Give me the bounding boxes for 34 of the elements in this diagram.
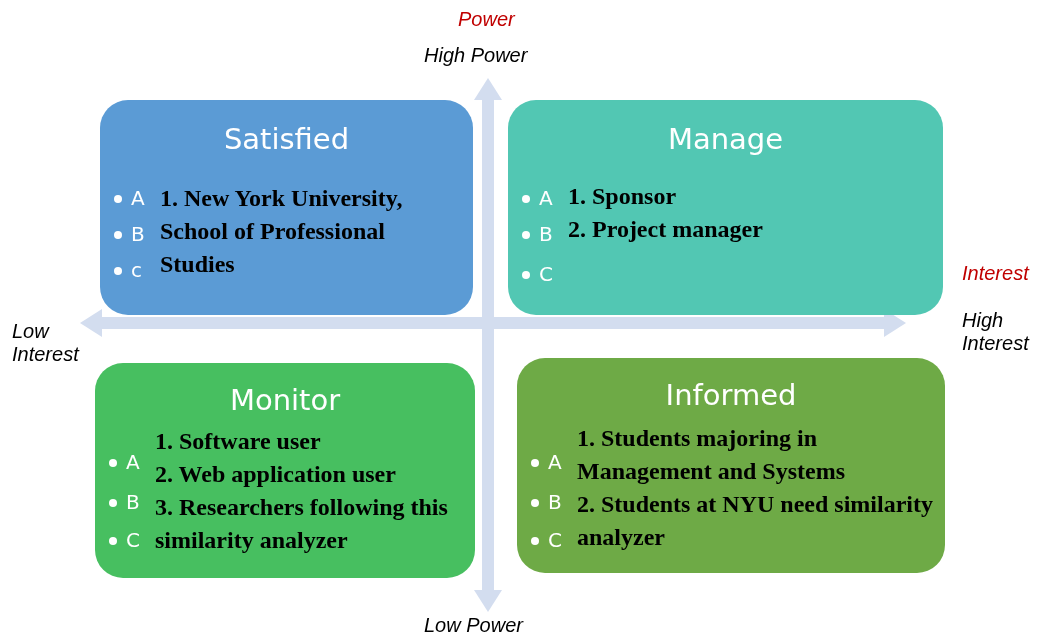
placeholder-bullet: B [522,222,553,246]
axis-label: High Interest [962,309,1031,355]
stakeholder-item: 1. Students majoring in Management and Systems [577,424,846,486]
quadrant-box [517,358,945,573]
placeholder-bullet: B [531,490,562,514]
placeholder-bullet: C [522,262,553,286]
axis-label: Low Power [424,614,523,637]
placeholder-bullet: B [114,222,145,246]
placeholder-bullet: A [109,450,140,474]
placeholder-bullet: c [114,258,142,282]
stakeholder-item: 2. Project manager [568,215,764,244]
placeholder-bullet: A [522,186,553,210]
quadrant-title: Monitor [228,383,342,417]
quadrant-title: Satisfied [222,122,351,156]
stakeholder-item: 1. New York University, School of Professional Studies [160,184,404,279]
axis-label: Power [458,8,515,31]
quadrant-box [508,100,943,315]
stakeholder-item: 2. Students at NYU need similarity analyzer [577,490,934,552]
axis-label: Low Interest [12,320,81,366]
axis-label: Interest [962,262,1029,285]
quadrant-box [100,100,473,315]
stakeholder-item: 1. Sponsor [568,182,678,211]
quadrant-box [95,363,475,578]
placeholder-bullet: C [109,528,140,552]
placeholder-bullet: B [109,490,140,514]
stakeholder-item: 3. Researchers following this similarity analyzer [155,493,449,555]
placeholder-bullet: A [531,450,562,474]
quadrant-title: Informed [664,378,798,412]
stakeholder-item: 1. Software user [155,427,322,456]
placeholder-bullet: C [531,528,562,552]
quadrant-title: Manage [666,122,785,156]
stakeholder-item: 2. Web application user [155,460,397,489]
placeholder-bullet: A [114,186,145,210]
axis-label: High Power [424,44,528,67]
